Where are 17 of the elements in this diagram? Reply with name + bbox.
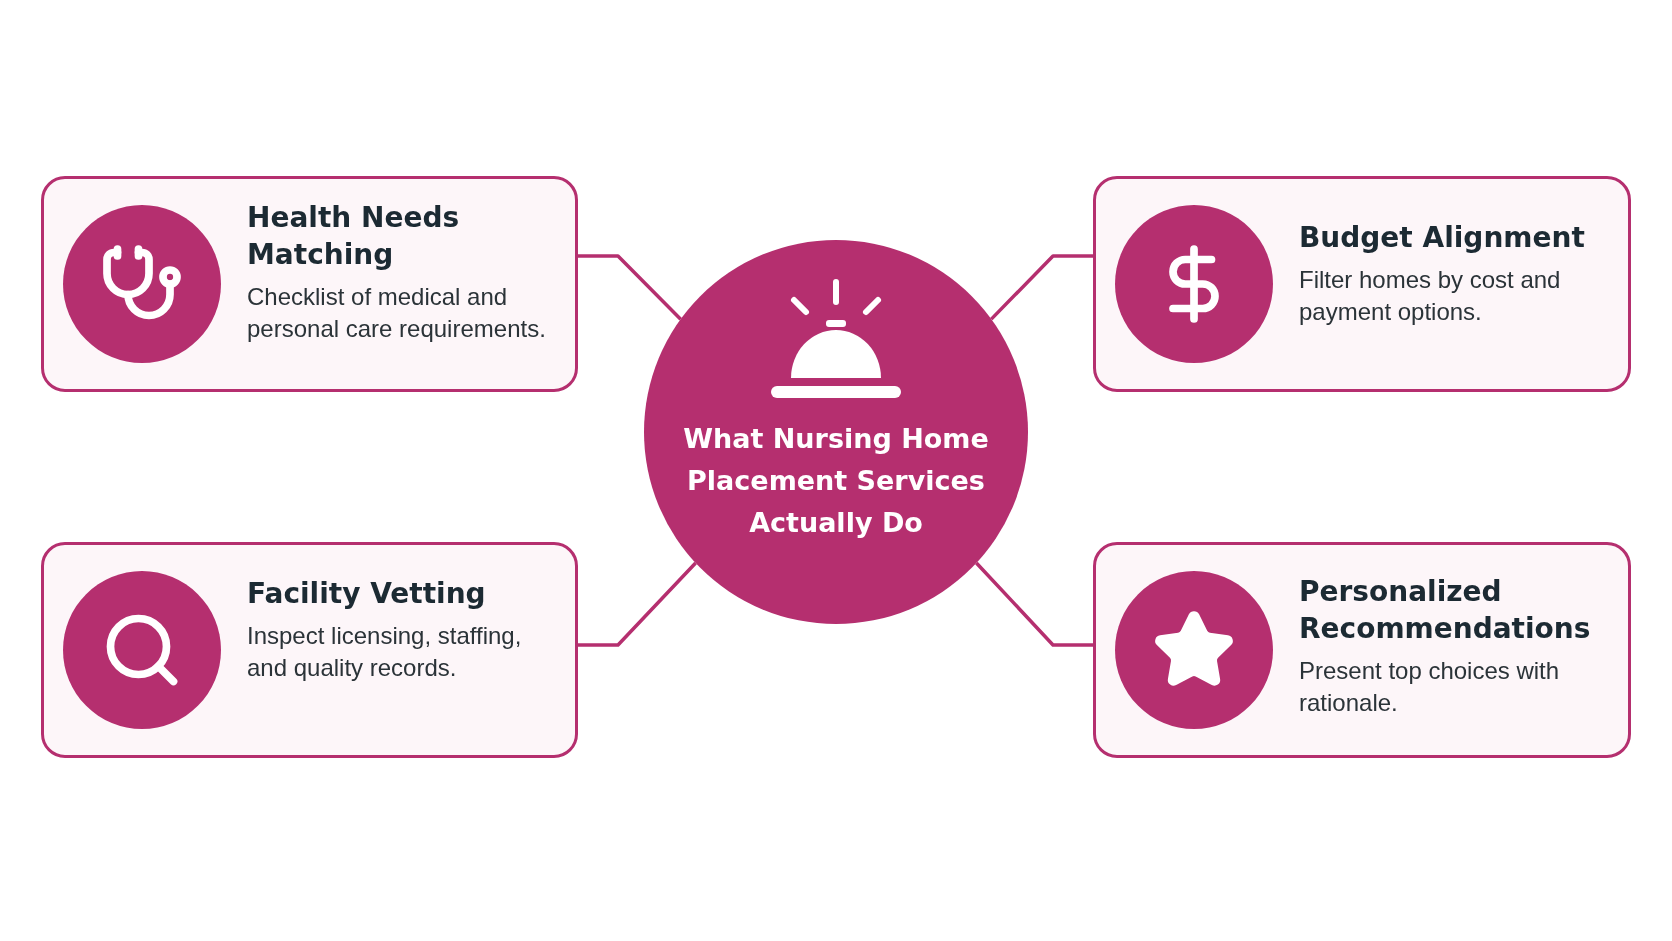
connector-line: [990, 254, 1093, 321]
card-description: Present top choices with rationale.: [1299, 656, 1561, 718]
card-description: Filter homes by cost and payment options.: [1299, 265, 1562, 327]
service-card: [41, 176, 578, 392]
service-card: [1093, 176, 1631, 392]
card-heading: Personalized Recommendations: [1299, 574, 1592, 647]
service-card: [1093, 542, 1631, 758]
card-heading: Budget Alignment: [1299, 220, 1586, 256]
service-card: [41, 542, 578, 758]
connector-line: [578, 254, 682, 321]
card-description: Checklist of medical and personal care requirements.: [247, 282, 547, 344]
card-heading: Facility Vetting: [247, 576, 487, 612]
card-heading: Health Needs Matching: [247, 200, 461, 273]
card-description: Inspect licensing, staffing, and quality records.: [247, 621, 523, 683]
connector-line: [578, 561, 697, 647]
connector-line: [975, 561, 1093, 647]
hub-title: What Nursing Home Placement Services Actually Do: [682, 422, 990, 540]
